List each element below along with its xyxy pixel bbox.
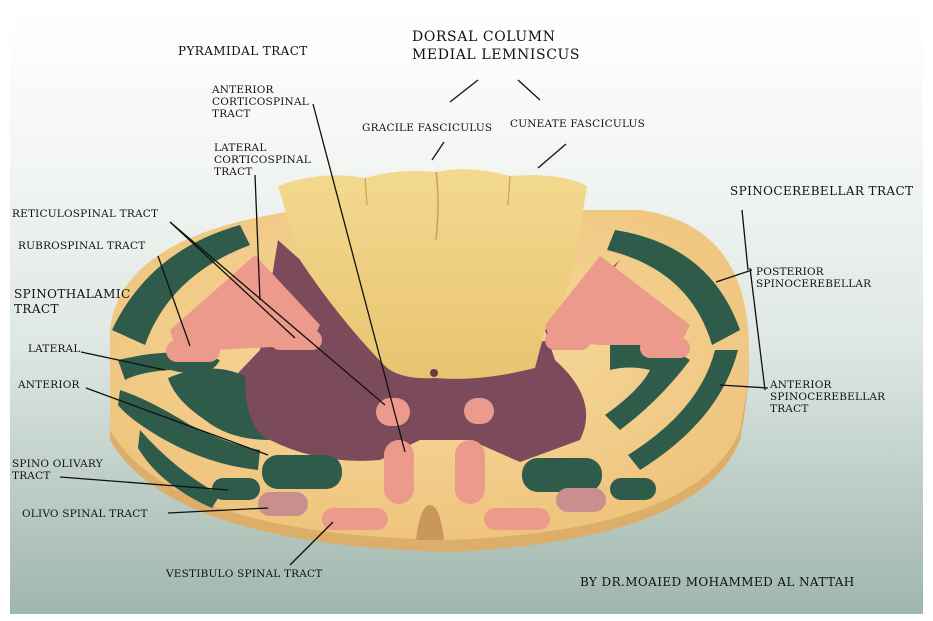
leader-dorsal-left	[450, 80, 478, 102]
dorsal-column-line2: MEDIAL LEMNISCUS	[412, 46, 580, 64]
left-anterior-corticospinal-tract	[384, 440, 414, 504]
leader-dorsal-right	[518, 80, 540, 100]
leader-gracile	[432, 142, 444, 160]
olivo-spinal-tract-label: OLIVO SPINAL TRACT	[22, 508, 148, 520]
bracket-spinocerebellar-upper	[742, 210, 748, 270]
left-reticulospinal-tract	[270, 330, 322, 350]
right-vestibulospinal-tract	[484, 508, 550, 530]
reticulospinal-tract-label: RETICULOSPINAL TRACT	[12, 208, 158, 220]
left-vestibulo-green	[262, 455, 342, 489]
right-rubrospinal-tract	[640, 338, 690, 358]
leader-cuneate	[538, 144, 566, 168]
right-anterior-corticospinal-tract	[455, 440, 485, 504]
lateral-corticospinal-label: LATERAL CORTICOSPINAL TRACT	[214, 142, 311, 178]
anterior-spinocerebellar-label: ANTERIOR SPINOCEREBELLAR TRACT	[770, 379, 885, 415]
spinocerebellar-tract-label: SPINOCEREBELLAR TRACT	[730, 184, 913, 198]
author-credit: BY DR.MOAIED MOHAMMED AL NATTAH	[580, 575, 855, 589]
left-vestibulospinal-tract	[322, 508, 388, 530]
left-rubrospinal-tract	[166, 340, 220, 362]
spinothalamic-anterior-label: ANTERIOR	[18, 379, 80, 391]
spino-olivary-tract-label: SPINO OLIVARY TRACT	[12, 458, 103, 482]
anterior-corticospinal-label: ANTERIOR CORTICOSPINAL TRACT	[212, 84, 309, 120]
rubrospinal-tract-label: RUBROSPINAL TRACT	[18, 240, 145, 252]
right-vestibulo-green	[522, 458, 602, 492]
left-olivospinal-tract	[258, 492, 308, 516]
right-olivospinal-tract	[556, 488, 606, 512]
right-reticulospinal-tract	[545, 330, 591, 350]
dorsal-column-title: DORSAL COLUMN MEDIAL LEMNISCUS	[412, 28, 580, 64]
gracile-fasciculus-label: GRACILE FASCICULUS	[362, 122, 492, 134]
vestibulo-spinal-tract-label: VESTIBULO SPINAL TRACT	[166, 568, 323, 580]
right-anterior-reticulospinal	[464, 398, 494, 424]
dorsal-column-line1: DORSAL COLUMN	[412, 28, 580, 46]
pyramidal-tract-label: PYRAMIDAL TRACT	[178, 44, 308, 58]
spinothalamic-tract-label: SPINOTHALAMIC TRACT	[14, 287, 131, 317]
central-canal	[430, 369, 438, 377]
posterior-spinocerebellar-label: POSTERIOR SPINOCEREBELLAR	[756, 266, 871, 290]
spinothalamic-lateral-label: LATERAL	[28, 343, 81, 355]
right-small-green	[610, 478, 656, 500]
cuneate-fasciculus-label: CUNEATE FASCICULUS	[510, 118, 645, 130]
